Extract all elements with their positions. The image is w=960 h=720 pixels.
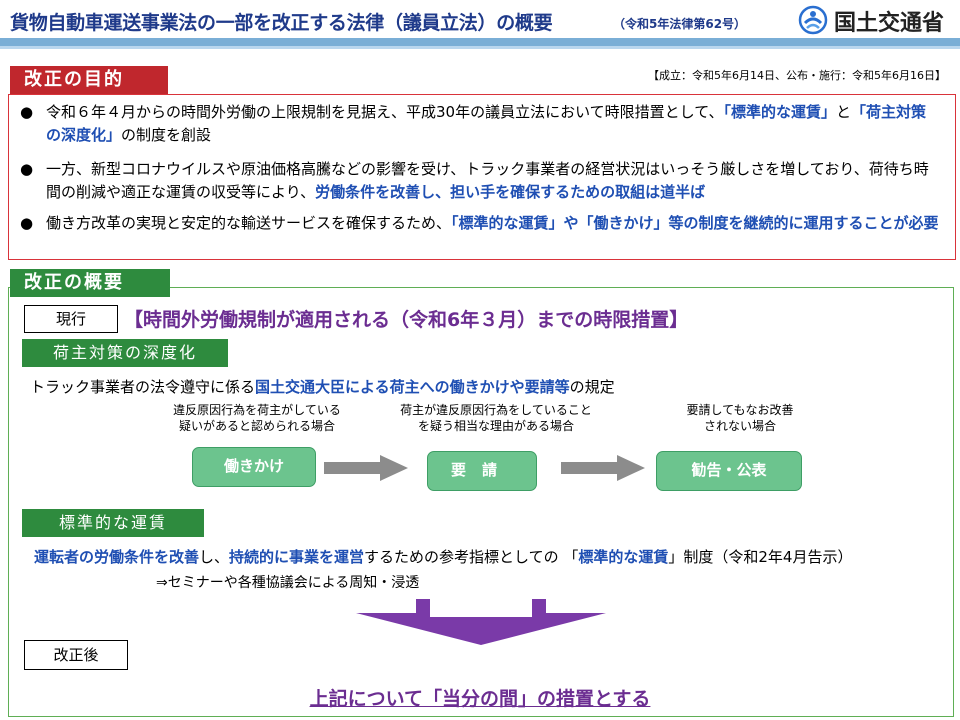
bullet-text: 一方、新型コロナウイルスや原油価格高騰などの影響を受け、トラック事業者の経営状況… [46, 160, 929, 201]
step-kankoku-kouhyou: 勧告・公表 [656, 451, 802, 491]
after-label: 改正後 [24, 640, 128, 670]
down-arrow-icon [356, 599, 606, 645]
condition-line: を疑う相当な理由がある場合 [417, 419, 574, 433]
condition-line: されない場合 [703, 419, 776, 433]
standard-fare-description: 運転者の労働条件を改善し、持続的に事業を運営するための参考指標としての 「標準的… [34, 546, 852, 567]
desc-highlight: 持続的に事業を運営 [229, 548, 365, 566]
overview-heading: 改正の概要 [10, 269, 170, 297]
purpose-box [8, 94, 956, 260]
current-label: 現行 [24, 305, 118, 333]
page-title: 貨物自動車運送事業法の一部を改正する法律（議員立法）の概要 [10, 12, 553, 34]
logo-text: 国土交通省 [834, 11, 945, 36]
enactment-note: 【成立：令和5年6月14日、公布・施行：令和5年6月16日】 [648, 69, 946, 82]
shipper-measures-label: 荷主対策の深度化 [22, 339, 228, 367]
condition-text: 荷主が違反原因行為をしていること を疑う相当な理由がある場合 [376, 402, 616, 434]
bullet-text: 働き方改革の実現と安定的な輸送サービスを確保するため、 [46, 214, 452, 232]
bullet-dot-icon: ● [20, 103, 34, 121]
right-arrow-icon [561, 455, 645, 481]
bullet-text: と [835, 103, 851, 121]
shipper-measures-description: トラック事業者の法令遵守に係る国土交通大臣による荷主への働きかけや要請等の規定 [30, 376, 615, 397]
standard-fare-label: 標準的な運賃 [22, 509, 204, 537]
step-hatarakikake: 働きかけ [192, 447, 316, 487]
bullet-dot-icon: ● [20, 214, 34, 232]
desc-text: トラック事業者の法令遵守に係る [30, 378, 256, 396]
right-arrow-icon [324, 455, 408, 481]
law-number: （令和5年法律第62号） [613, 17, 747, 31]
desc-highlight: 標準的な運賃 [578, 548, 669, 566]
standard-fare-note: ⇒セミナーや各種協議会による周知・浸透 [156, 575, 420, 591]
conclusion-text: 上記について「当分の間」の措置とする [0, 684, 960, 711]
purpose-bullet: ● 働き方改革の実現と安定的な輸送サービスを確保するため、「標準的な運賃」や「働… [20, 212, 940, 235]
purpose-heading: 改正の目的 [10, 66, 168, 94]
overview-box [8, 287, 954, 717]
step-yousei: 要請 [427, 451, 537, 491]
bullet-highlight: 「標準的な運賃」や「働きかけ」等の制度を継続的に運用することが必要 [451, 214, 939, 232]
condition-text: 違反原因行為を荷主がしている 疑いがあると認められる場合 [142, 402, 372, 434]
condition-line: 荷主が違反原因行為をしていること [400, 403, 592, 417]
purpose-bullet: ● 令和６年４月からの時間外労働の上限規制を見据え、平成30年の議員立法において… [20, 101, 940, 147]
bullet-highlight: 「荷主対策の深度化」 [46, 103, 926, 144]
bullet-text: 令和６年４月からの時間外労働の上限規制を見据え、平成30年の議員立法において時限… [46, 103, 724, 121]
bullet-highlight: 「標準的な運賃」 [723, 103, 836, 121]
bullet-highlight: 労働条件を改善し、担い手を確保するための取組は道半ば [315, 183, 706, 201]
condition-text: 要請してもなお改善 されない場合 [640, 402, 840, 434]
header-bar [0, 38, 960, 46]
desc-text: 」制度（令和2年4月告示） [668, 548, 853, 566]
condition-line: 要請してもなお改善 [686, 403, 794, 417]
desc-highlight: 国土交通大臣による荷主への働きかけや要請等 [255, 378, 570, 396]
current-title: 【時間外労働規制が適用される（令和6年３月）までの時限措置】 [124, 309, 689, 331]
bullet-dot-icon: ● [20, 160, 34, 178]
condition-line: 疑いがあると認められる場合 [178, 419, 335, 433]
conclusion-line: 上記について「当分の間」の措置とする [309, 688, 651, 710]
bullet-text: の制度を創設 [121, 126, 212, 144]
header-bar-light [0, 46, 960, 49]
desc-text: するための参考指標としての 「 [364, 548, 579, 566]
desc-text: の規定 [569, 378, 615, 396]
condition-line: 違反原因行為を荷主がしている [173, 403, 341, 417]
desc-highlight: 運転者の労働条件を改善 [34, 548, 200, 566]
mlit-logo-icon [798, 5, 828, 35]
purpose-bullet: ● 一方、新型コロナウイルスや原油価格高騰などの影響を受け、トラック事業者の経営… [20, 158, 940, 204]
desc-text: し、 [199, 548, 230, 566]
